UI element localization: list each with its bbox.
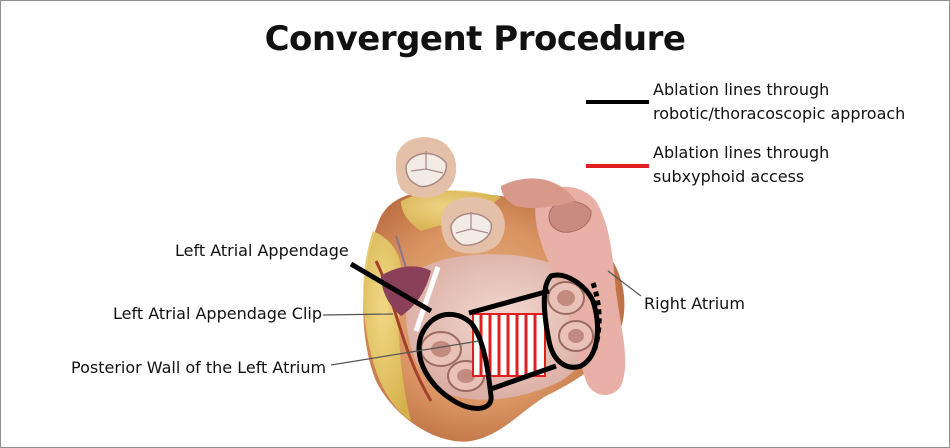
label-right-atrium: Right Atrium [644, 294, 745, 313]
label-posterior-wall: Posterior Wall of the Left Atrium [71, 358, 326, 377]
right-atrium-appendage [501, 178, 576, 208]
label-left-atrial-appendage: Left Atrial Appendage [175, 241, 349, 260]
label-left-atrial-appendage-clip: Left Atrial Appendage Clip [113, 304, 322, 323]
